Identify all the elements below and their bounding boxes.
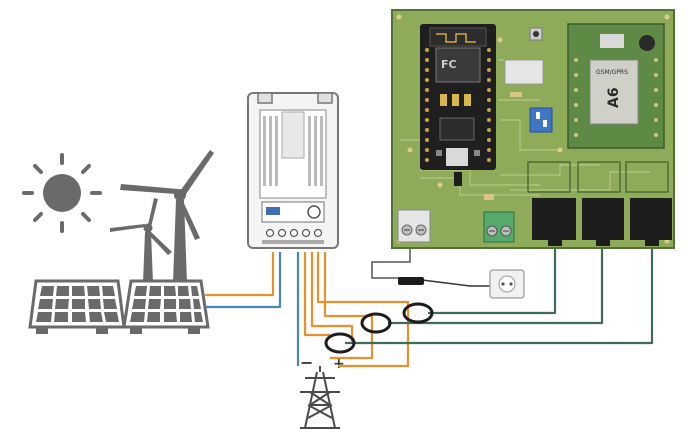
screw-terminal-power [397, 209, 431, 243]
wire-output-orange-3 [316, 252, 410, 368]
wall-socket-icon [489, 269, 525, 299]
wind-turbine-large-icon [120, 150, 214, 283]
sun-icon [22, 153, 102, 233]
wire-output-orange-4 [323, 252, 374, 360]
gsm-brand-text: GSM/GPRS [596, 69, 628, 76]
power-adapter [398, 277, 424, 285]
solar-panel-right [122, 279, 210, 334]
gsm-module: GSM/GPRS A6 [567, 23, 665, 149]
transistor-component [454, 172, 462, 186]
wire-output-orange-1 [303, 252, 330, 337]
capacitor-component [504, 59, 544, 85]
gsm-module-name-text: A6 [606, 87, 622, 108]
wire-output-orange-2 [310, 252, 354, 342]
relay-3 [630, 198, 672, 246]
main-pcb: FC [391, 9, 675, 249]
current-sensor-ring-2 [360, 312, 392, 334]
relay-2 [582, 198, 624, 246]
screw-terminal-sensor [483, 211, 515, 243]
nodemcu-board: FC [420, 24, 496, 170]
dip-switch [529, 107, 553, 133]
wire-sensor-green-3 [345, 243, 654, 345]
resistor-component [510, 92, 522, 97]
diode-component [484, 194, 494, 200]
wire-solar-blue [205, 252, 282, 309]
power-pylon-icon [300, 366, 340, 429]
charge-controller [247, 92, 339, 249]
wind-turbine-small-icon [110, 198, 172, 283]
polarity-plus-label: + [333, 356, 345, 372]
relay-1 [532, 198, 576, 246]
current-sensor-rings [324, 302, 434, 354]
wire-sensor-green-2 [388, 243, 604, 325]
current-sensor-ring-3 [402, 302, 434, 324]
current-sensor-ring-1 [324, 332, 356, 354]
solar-panel-left [28, 279, 126, 334]
wire-adapter-plug [421, 279, 490, 287]
wire-sensor-green-1 [428, 243, 557, 315]
wiring [205, 243, 654, 368]
wire-solar-orange [205, 252, 275, 297]
wire-adapter [371, 243, 411, 279]
polarity-minus-label: − [300, 353, 313, 372]
mcu-logo-text: FC [441, 58, 457, 71]
